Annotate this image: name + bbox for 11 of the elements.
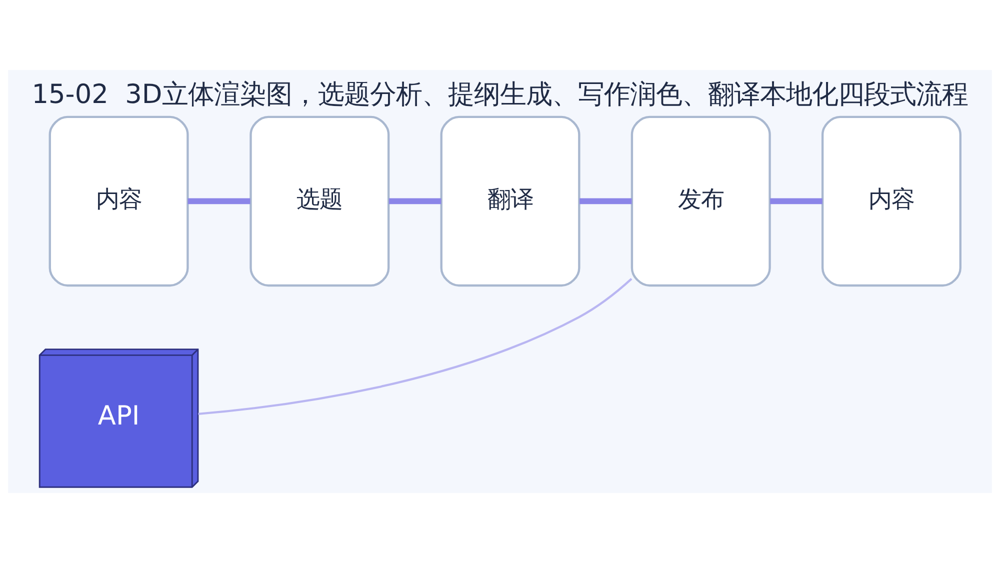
connector: [770, 198, 822, 204]
node-box: 选题: [250, 116, 390, 287]
node-box: 内容: [821, 116, 962, 287]
connector: [188, 198, 250, 204]
node-box: 翻译: [440, 116, 580, 287]
diagram-title: 15-02 3D立体渲染图，选题分析、提纲生成、写作润色、翻译本地化四段式流程: [32, 80, 968, 110]
connector: [579, 198, 632, 204]
node-box: 发布: [630, 116, 771, 287]
connector: [198, 278, 632, 416]
node-box: 内容: [48, 116, 189, 287]
connector: [388, 198, 442, 204]
